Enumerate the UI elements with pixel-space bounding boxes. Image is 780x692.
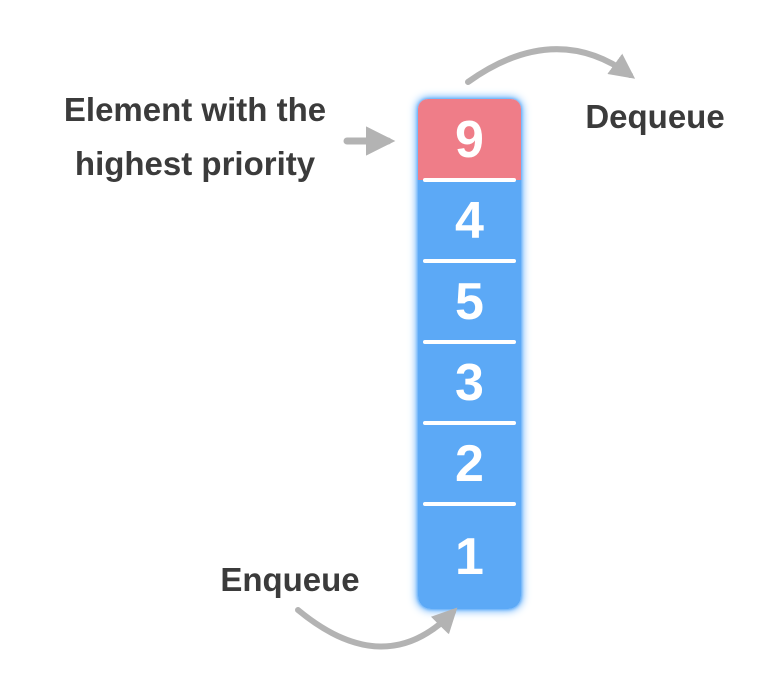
highest-priority-annotation: Element with the highest priority: [20, 83, 370, 191]
dequeue-label: Dequeue: [585, 98, 725, 135]
annotation-line-2: highest priority: [74, 145, 316, 182]
enqueue-arrow-icon: [295, 607, 458, 650]
queue-cell-value: 2: [455, 434, 484, 493]
priority-queue-stack: 9 4 5 3 2 1: [418, 99, 521, 609]
queue-cell: 5: [418, 259, 521, 342]
queue-cell-value: 1: [455, 527, 484, 586]
queue-cell-value: 3: [455, 353, 484, 412]
queue-cell-highest: 9: [418, 99, 521, 180]
queue-cell: 3: [418, 340, 521, 423]
queue-cell-value: 5: [455, 272, 484, 331]
enqueue-label: Enqueue: [220, 561, 360, 598]
dequeue-arrow-icon: [465, 46, 636, 85]
annotation-line-1: Element with the: [63, 91, 327, 128]
queue-cell: 2: [418, 421, 521, 504]
queue-cell-value: 4: [455, 191, 484, 250]
queue-cell: 1: [418, 502, 521, 609]
queue-cell: 4: [418, 178, 521, 261]
queue-cell-value: 9: [455, 110, 484, 169]
